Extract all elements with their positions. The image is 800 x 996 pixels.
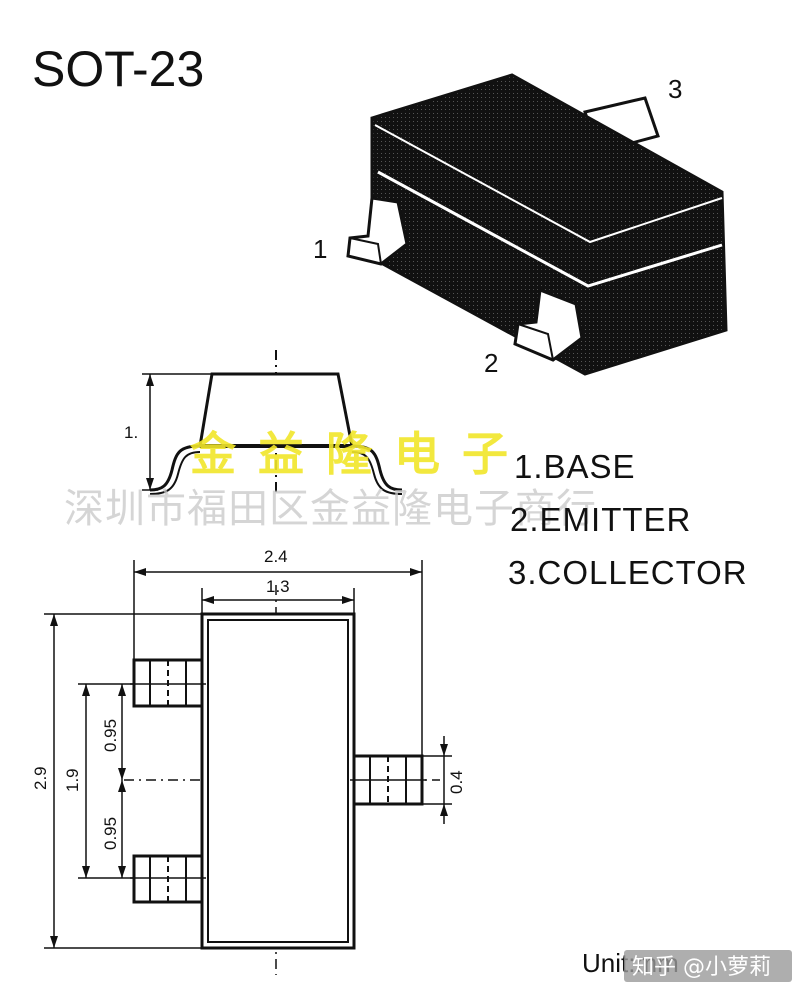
top-view — [44, 560, 452, 975]
dim-overall-width: 2.4 — [264, 547, 288, 566]
pin-2-number: 2 — [484, 348, 498, 378]
package-3d-view — [346, 73, 728, 376]
dim-lead-width: 0.4 — [447, 770, 466, 794]
pin-3-number: 3 — [668, 74, 682, 104]
legend-pin-1: 1.BASE — [514, 448, 636, 485]
pin-2-lead — [513, 287, 584, 362]
watermark-gray: 深圳市福田区金益隆电子商行 — [64, 486, 597, 532]
legend-pin-2: 2.EMITTER — [510, 501, 691, 538]
top-pad-1 — [130, 658, 206, 708]
dim-pin-span: 1.9 — [63, 768, 82, 792]
credit-badge — [624, 950, 792, 982]
page-title: SOT-23 — [32, 41, 204, 97]
pin-1-number: 1 — [313, 234, 327, 264]
top-pad-2 — [130, 854, 206, 904]
legend-pin-3: 3.COLLECTOR — [508, 554, 748, 591]
pin-1-lead — [346, 196, 409, 266]
watermark-yellow: 金益隆电子 — [189, 427, 530, 481]
dim-pitch-upper: 0.95 — [101, 719, 120, 752]
credit-watermark: 知乎 @小萝莉 — [632, 955, 771, 980]
dim-body-width: 1.3 — [266, 577, 290, 596]
dim-pitch-lower: 0.95 — [101, 817, 120, 850]
side-view — [142, 350, 403, 496]
side-height-label: 1. — [124, 423, 138, 442]
top-pad-3 — [350, 754, 426, 806]
dim-overall-length: 2.9 — [31, 766, 50, 790]
top-body — [200, 612, 356, 950]
side-lead-left — [149, 444, 201, 492]
side-lead-right — [351, 444, 403, 492]
